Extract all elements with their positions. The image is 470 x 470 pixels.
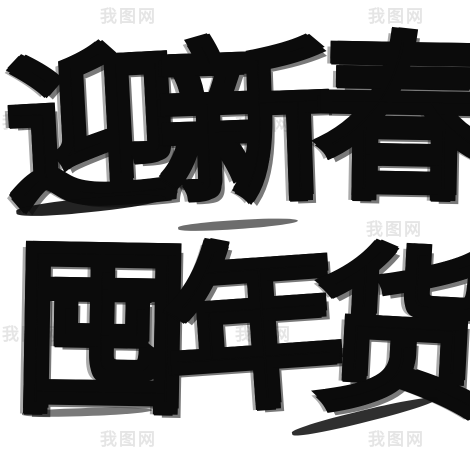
brush-character: 春 [311, 12, 470, 228]
watermark-text: 我图网 [100, 7, 157, 27]
brush-character: 新 [152, 16, 337, 231]
calligraphy-line-2: 囤 年 货 [0, 216, 470, 445]
brush-character: 年 [156, 216, 352, 441]
brush-character: 迎 [0, 23, 186, 236]
brush-character: 货 [308, 223, 470, 445]
brush-character: 囤 [9, 216, 195, 443]
